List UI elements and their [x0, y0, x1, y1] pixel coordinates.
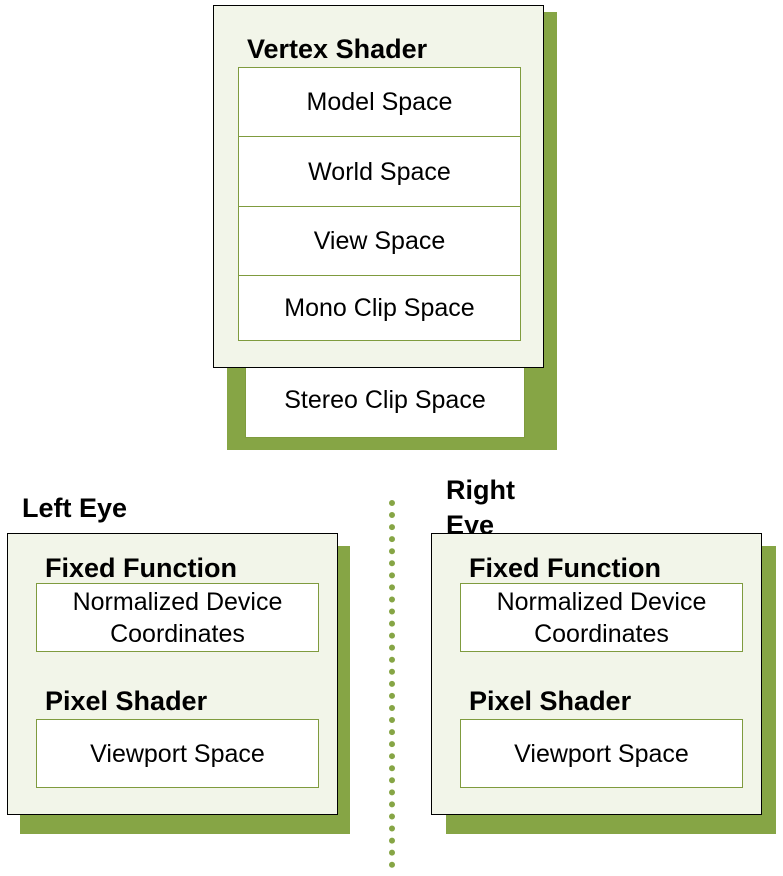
vertex-shader-panel: Vertex Shader Model Space World Space Vi… — [213, 5, 544, 368]
right-ndc-box: Normalized Device Coordinates — [460, 583, 743, 652]
model-space-row: Model Space — [239, 68, 520, 137]
stereo-clip-space-box: Stereo Clip Space — [245, 362, 525, 438]
model-space-label: Model Space — [306, 88, 453, 116]
left-eye-panel: Fixed Function Normalized Device Coordin… — [7, 533, 338, 815]
left-pixel-shader-title: Pixel Shader — [45, 686, 208, 716]
right-pixel-shader-title: Pixel Shader — [469, 686, 632, 716]
view-space-row: View Space — [239, 207, 520, 276]
vertex-shader-title: Vertex Shader — [247, 34, 428, 64]
left-viewport-space-label: Viewport Space — [90, 739, 265, 768]
mono-clip-space-label: Mono Clip Space — [284, 294, 475, 322]
world-space-row: World Space — [239, 137, 520, 207]
right-fixed-function-title: Fixed Function — [469, 553, 661, 583]
mono-clip-space-row: Mono Clip Space — [239, 276, 520, 340]
right-eye-panel: Fixed Function Normalized Device Coordin… — [431, 533, 762, 815]
left-viewport-space-box: Viewport Space — [36, 719, 319, 788]
left-ndc-label: Normalized Device Coordinates — [72, 587, 283, 648]
world-space-label: World Space — [308, 157, 451, 186]
right-viewport-space-box: Viewport Space — [460, 719, 743, 788]
left-ndc-box: Normalized Device Coordinates — [36, 583, 319, 652]
coordinate-space-stack: Model Space World Space View Space Mono … — [238, 67, 521, 341]
right-viewport-space-label: Viewport Space — [514, 739, 689, 768]
left-fixed-function-title: Fixed Function — [45, 553, 237, 583]
left-eye-label: Left Eye — [22, 493, 128, 523]
view-space-label: View Space — [313, 227, 446, 255]
right-ndc-label: Normalized Device Coordinates — [496, 587, 707, 648]
eye-divider-line — [389, 500, 395, 868]
stereo-clip-space-label: Stereo Clip Space — [284, 386, 486, 414]
